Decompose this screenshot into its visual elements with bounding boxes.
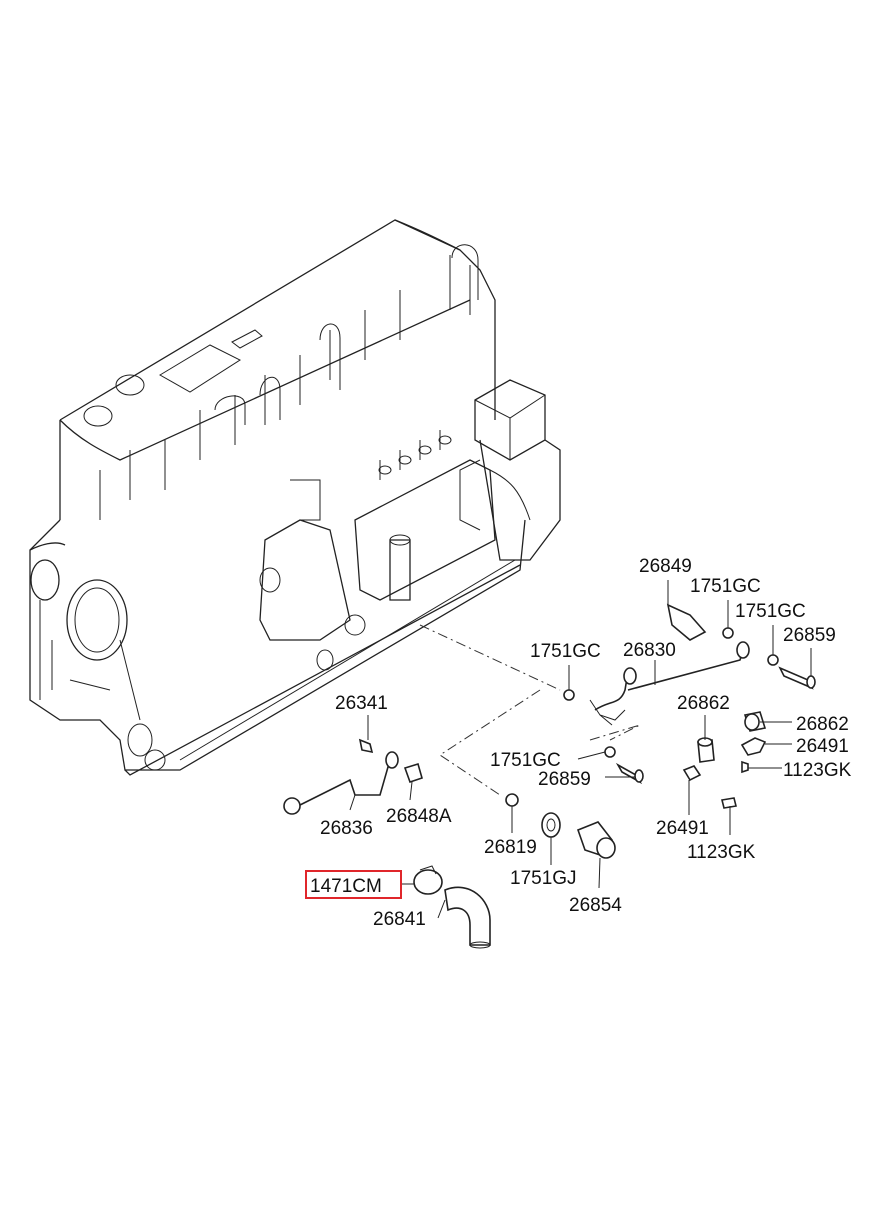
washer-1751GC-right[interactable] <box>767 654 779 666</box>
label-1751GC-a[interactable]: 1751GC <box>690 576 761 597</box>
bushing-26862-left[interactable] <box>697 737 715 763</box>
part-number-labels: 26849 1751GC 1751GC 26859 1751GC 26830 2… <box>310 556 852 930</box>
label-26859-b[interactable]: 26859 <box>538 769 591 790</box>
gasket-1751GJ[interactable] <box>541 812 561 838</box>
label-26341[interactable]: 26341 <box>335 693 388 714</box>
label-26841[interactable]: 26841 <box>373 909 426 930</box>
bolt-26341[interactable] <box>358 738 374 754</box>
washer-1751GC-top[interactable] <box>722 627 734 639</box>
label-1123GK-a[interactable]: 1123GK <box>783 760 852 781</box>
clip-26491-left[interactable] <box>682 765 702 782</box>
ball-26819[interactable] <box>505 793 519 807</box>
bolt-26859-right[interactable] <box>778 666 816 690</box>
leader-lines <box>349 580 812 919</box>
bolt-1123GK-right[interactable] <box>741 760 749 774</box>
label-1751GJ[interactable]: 1751GJ <box>510 868 577 889</box>
plug-26854[interactable] <box>576 821 616 859</box>
label-26862-a[interactable]: 26862 <box>677 693 730 714</box>
label-26491-a[interactable]: 26491 <box>796 736 849 757</box>
engine-block-illustration <box>29 219 561 776</box>
label-26862-b[interactable]: 26862 <box>796 714 849 735</box>
bolt-26859-lower[interactable] <box>615 762 644 785</box>
label-26830[interactable]: 26830 <box>623 640 676 661</box>
label-26491-b[interactable]: 26491 <box>656 818 709 839</box>
bracket-26849[interactable] <box>666 603 707 641</box>
label-26819[interactable]: 26819 <box>484 837 537 858</box>
fuel-pipe-26830[interactable] <box>589 641 750 726</box>
label-1751GC-c[interactable]: 1751GC <box>530 641 601 662</box>
fuel-pipe-26836[interactable] <box>283 751 399 815</box>
clamp-1471CM[interactable] <box>413 865 443 895</box>
nut-26848A[interactable] <box>403 762 423 784</box>
hose-26841[interactable] <box>444 886 491 949</box>
washer-1751GC-lower[interactable] <box>604 746 616 758</box>
assembly-guide-lines <box>419 624 641 796</box>
label-26836[interactable]: 26836 <box>320 818 373 839</box>
label-26854[interactable]: 26854 <box>569 895 622 916</box>
label-26849[interactable]: 26849 <box>639 556 692 577</box>
bushing-26862-right[interactable] <box>743 711 767 732</box>
label-1123GK-b[interactable]: 1123GK <box>687 842 756 863</box>
bolt-1123GK-lower[interactable] <box>721 797 737 809</box>
highlight-box-1471CM <box>305 870 402 899</box>
label-1751GC-b[interactable]: 1751GC <box>735 601 806 622</box>
label-26859-a[interactable]: 26859 <box>783 625 836 646</box>
washer-1751GC-left[interactable] <box>563 689 575 701</box>
label-1751GC-d[interactable]: 1751GC <box>490 750 561 771</box>
label-1471CM[interactable]: 1471CM <box>310 876 382 897</box>
label-26848A[interactable]: 26848A <box>386 806 452 827</box>
clip-26491-right[interactable] <box>740 737 767 756</box>
